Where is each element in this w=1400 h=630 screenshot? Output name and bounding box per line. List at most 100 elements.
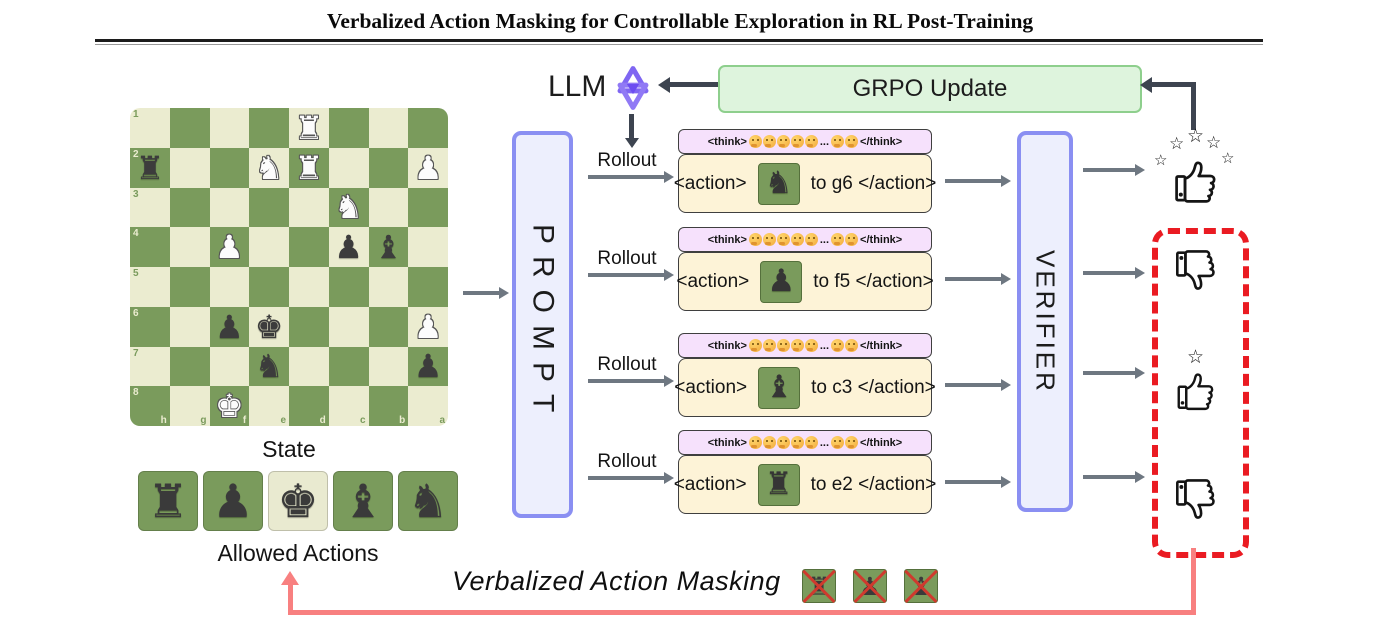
board-square: ♟︎ bbox=[328, 227, 369, 267]
board-square: f♚ bbox=[209, 386, 250, 426]
board-square: 3 bbox=[130, 187, 170, 228]
think-close-tag: </think> bbox=[860, 135, 903, 148]
star-icon: ☆ bbox=[1187, 346, 1205, 368]
action-to-verifier-arrow bbox=[945, 277, 1001, 281]
action-move-text: to c3 </action> bbox=[811, 376, 936, 398]
board-square bbox=[169, 108, 210, 148]
board-square bbox=[368, 187, 409, 228]
thumb-down-icon bbox=[1170, 476, 1222, 533]
rollout-row: Rollout <think> ... </think> <action> ♜ … bbox=[585, 430, 1195, 515]
thinking-face-emoji bbox=[748, 135, 762, 148]
black-bishop-piece: ♝ bbox=[374, 228, 403, 267]
board-square bbox=[408, 227, 448, 267]
board-square bbox=[328, 346, 369, 387]
thumbs-up-five-stars-icon: ☆☆☆☆☆ bbox=[1154, 126, 1238, 206]
board-square bbox=[289, 267, 329, 307]
allowed-actions-label: Allowed Actions bbox=[217, 540, 379, 566]
rank-label: 5 bbox=[133, 268, 139, 279]
chess-piece-glyph: ♞ bbox=[764, 165, 793, 201]
board-square bbox=[209, 346, 250, 387]
bishop-piece-icon: ♝ bbox=[342, 474, 384, 528]
think-close-tag: </think> bbox=[860, 233, 903, 246]
bishop-action-icon: ♝ bbox=[758, 366, 801, 409]
rollout-arrow bbox=[588, 273, 664, 277]
board-square bbox=[408, 108, 448, 148]
white-knight-piece: ♞ bbox=[334, 188, 363, 227]
rollout-row: Rollout <think> ... </think> <action> ♟︎… bbox=[585, 227, 1195, 312]
thinking-emoji-row bbox=[748, 135, 818, 148]
black-pawn-piece: ♟︎ bbox=[334, 228, 363, 267]
thinking-emoji-row bbox=[748, 233, 818, 246]
rank-label: 3 bbox=[133, 188, 139, 200]
star-icon: ☆ bbox=[1187, 125, 1205, 147]
knight-piece-icon: ♞ bbox=[407, 474, 449, 528]
board-square bbox=[169, 267, 210, 307]
grpo-to-llm-arrow bbox=[670, 82, 718, 87]
board-square: 5 bbox=[130, 267, 170, 307]
board-square bbox=[328, 108, 369, 148]
board-square: c bbox=[328, 386, 369, 426]
think-open-tag: <think> bbox=[707, 233, 747, 246]
board-square: a bbox=[408, 386, 448, 426]
board-square: 4 bbox=[130, 227, 170, 267]
rollout-row: Rollout <think> ... </think> <action> ♞ … bbox=[585, 129, 1195, 214]
thinking-face-emoji bbox=[790, 436, 804, 449]
verifier-to-reward-arrow bbox=[1083, 475, 1135, 479]
board-square: ♟︎ bbox=[209, 227, 250, 267]
board-square bbox=[249, 187, 289, 228]
board-square bbox=[408, 267, 448, 307]
board-square bbox=[289, 306, 329, 347]
white-pawn-piece: ♟︎ bbox=[215, 228, 244, 267]
feedback-line-right bbox=[1191, 548, 1196, 613]
masked-rook-icon: ♜ bbox=[802, 569, 836, 603]
board-square bbox=[209, 267, 250, 307]
star-icon: ☆ bbox=[1154, 151, 1168, 169]
think-close-tag: </think> bbox=[860, 339, 903, 352]
black-pawn-piece: ♟︎ bbox=[413, 347, 443, 386]
action-box: <action> ♝ to c3 </action> bbox=[674, 358, 936, 417]
board-square: ♚ bbox=[249, 306, 289, 347]
think-open-tag: <think> bbox=[707, 339, 747, 352]
board-square bbox=[328, 267, 369, 307]
board-square: ♟︎ bbox=[408, 346, 448, 387]
file-label: a bbox=[439, 415, 445, 426]
rank-label: 2 bbox=[133, 148, 139, 160]
chess-piece-glyph: ♜ bbox=[764, 466, 793, 502]
board-square: ♜ bbox=[289, 108, 329, 148]
rank-label: 6 bbox=[133, 307, 139, 319]
allowed-action-bishop: ♝ bbox=[333, 471, 393, 531]
feedback-arrowhead bbox=[281, 571, 299, 585]
thinking-face-emoji bbox=[804, 135, 818, 148]
white-rook-piece: ♜ bbox=[294, 108, 324, 147]
thinking-face-emoji bbox=[831, 339, 845, 352]
thinking-emoji-row bbox=[831, 339, 859, 352]
board-square: ♟︎ bbox=[209, 306, 250, 347]
file-label: g bbox=[200, 415, 207, 426]
allowed-action-rook: ♜ bbox=[138, 471, 198, 531]
verifier-box: VERIFIER bbox=[1017, 131, 1073, 512]
think-box: <think> ... </think> bbox=[678, 129, 932, 154]
board-square bbox=[209, 147, 250, 188]
knight-action-icon: ♞ bbox=[757, 162, 800, 205]
action-to-verifier-arrow bbox=[945, 179, 1001, 183]
thumbs-up-one-star-icon: ☆ bbox=[1172, 348, 1224, 414]
action-box: <action> ♜ to e2 </action> bbox=[674, 455, 936, 514]
board-square bbox=[328, 306, 369, 347]
rollout-arrow bbox=[588, 476, 664, 480]
chess-piece-glyph: ♟︎ bbox=[767, 263, 796, 299]
thinking-face-emoji bbox=[776, 339, 790, 352]
board-square: ♟︎ bbox=[408, 306, 448, 347]
thinking-emoji-row bbox=[831, 135, 859, 148]
grpo-update-box: GRPO Update bbox=[718, 65, 1142, 113]
thinking-face-emoji bbox=[776, 436, 790, 449]
llm-label: LLM bbox=[548, 70, 607, 103]
pawn-piece-icon: ♟︎ bbox=[212, 474, 254, 528]
white-pawn-piece: ♟︎ bbox=[413, 148, 443, 187]
thinking-face-emoji bbox=[776, 233, 790, 246]
board-square: g bbox=[169, 386, 210, 426]
thinking-face-emoji bbox=[845, 233, 859, 246]
thinking-face-emoji bbox=[748, 233, 762, 246]
white-pawn-piece: ♟︎ bbox=[413, 307, 443, 346]
